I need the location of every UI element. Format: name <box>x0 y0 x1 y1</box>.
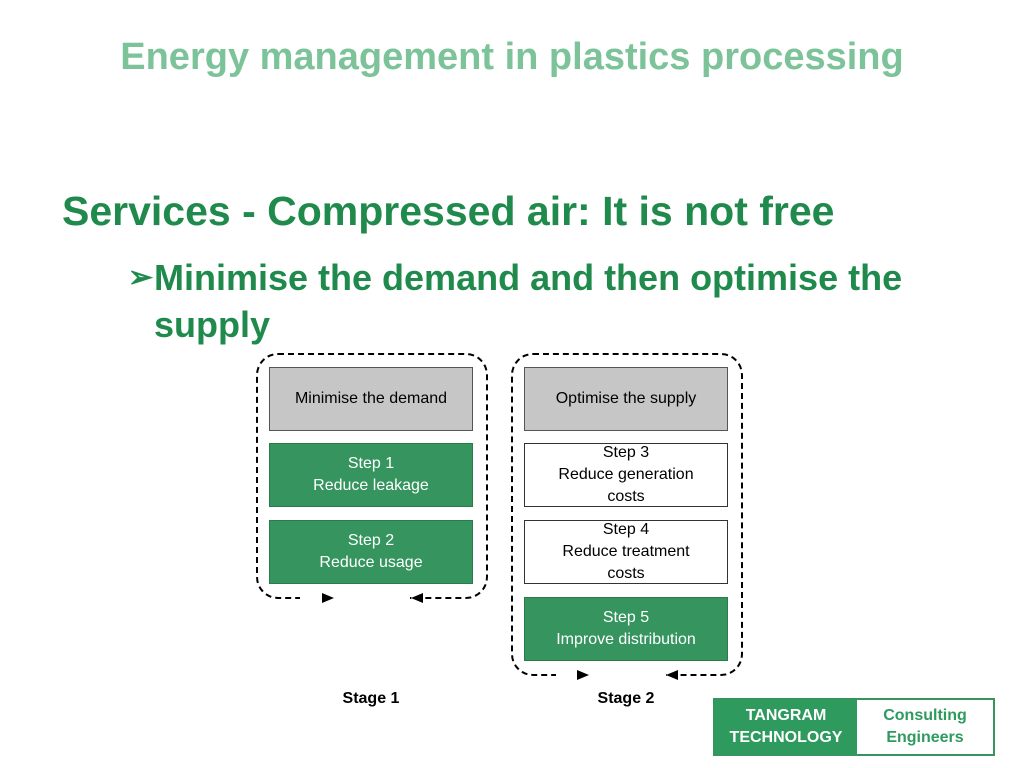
step3-box: Step 3 Reduce generation costs <box>524 443 728 507</box>
stage1-arrow-gap <box>300 590 410 604</box>
step3-desc-line1: Reduce generation <box>558 466 694 483</box>
section-heading: Services - Compressed air: It is not fre… <box>62 188 835 234</box>
stage1-right-arrow-icon <box>322 593 334 603</box>
stage2-arrow-gap <box>556 667 666 681</box>
step4-box: Step 4 Reduce treatment costs <box>524 520 728 584</box>
logo-right-panel: Consulting Engineers <box>857 700 993 754</box>
stage1-left-arrow-icon <box>411 593 423 603</box>
logo-tangram: TANGRAM <box>745 707 827 724</box>
step4-title: Step 4 <box>602 521 650 538</box>
bullet-point: ➢ Minimise the demand and then optimise … <box>128 254 918 348</box>
logo-engineers: Engineers <box>886 729 964 746</box>
arrow-bullet-icon: ➢ <box>128 261 154 294</box>
step3-desc-line2: costs <box>607 488 645 505</box>
stage2-left-arrow-icon <box>666 670 678 680</box>
logo-technology: TECHNOLOGY <box>729 729 843 746</box>
slide-title: Energy management in plastics processing <box>120 36 904 78</box>
stage1-label: Stage 1 <box>342 690 400 707</box>
step1-box: Step 1 Reduce leakage <box>269 443 473 507</box>
step1-desc: Reduce leakage <box>313 477 429 494</box>
stage2-right-arrow-icon <box>577 670 589 680</box>
step4-desc-line1: Reduce treatment <box>562 543 690 560</box>
step3-title: Step 3 <box>602 444 650 461</box>
logo-consulting: Consulting <box>883 707 967 724</box>
step5-desc: Improve distribution <box>556 631 696 648</box>
step2-box: Step 2 Reduce usage <box>269 520 473 584</box>
optimise-supply-box: Optimise the supply <box>524 367 728 431</box>
step1-title: Step 1 <box>347 455 395 472</box>
step4-desc-line2: costs <box>607 565 645 582</box>
minimise-demand-box: Minimise the demand <box>269 367 473 431</box>
step2-title: Step 2 <box>347 532 395 549</box>
stage2-label: Stage 2 <box>597 690 655 707</box>
step5-box: Step 5 Improve distribution <box>524 597 728 661</box>
company-logo: TANGRAM TECHNOLOGY Consulting Engineers <box>713 698 995 756</box>
minimise-demand-label: Minimise the demand <box>294 390 448 407</box>
optimise-supply-label: Optimise the supply <box>555 390 697 407</box>
step2-desc: Reduce usage <box>319 554 423 571</box>
bullet-text: Minimise the demand and then optimise th… <box>154 257 903 345</box>
step5-title: Step 5 <box>602 609 650 626</box>
logo-left-panel: TANGRAM TECHNOLOGY <box>715 700 857 754</box>
